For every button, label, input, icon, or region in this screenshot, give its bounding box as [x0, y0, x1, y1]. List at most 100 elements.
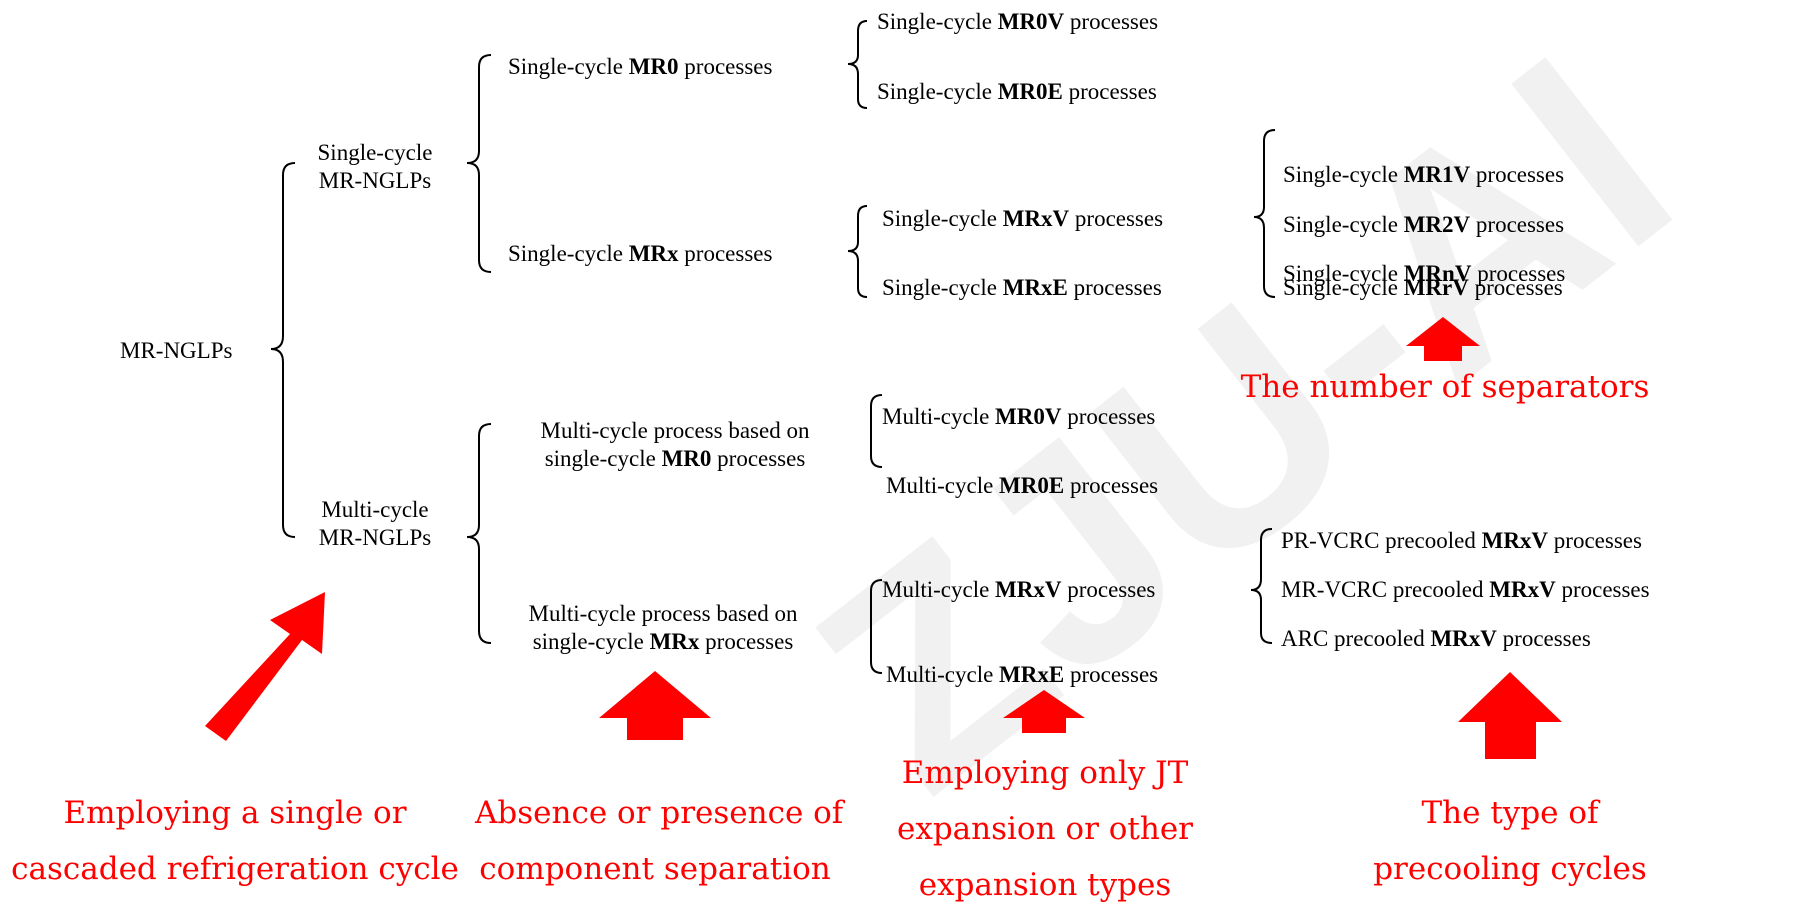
caption-separation: Absence or presence of component separat…	[475, 785, 843, 897]
arrow-separators	[1406, 317, 1480, 361]
leaf-m-mr0e-pre: Multi-cycle	[886, 473, 1000, 498]
caption-expansion-line2: expansion or other	[896, 811, 1193, 847]
leaf-m-mrxe-post: processes	[1064, 662, 1159, 687]
leaf-s-mrxe: Single-cycle MRxE processes	[882, 276, 1162, 299]
node-m-mrx-pre: single-cycle	[532, 629, 650, 654]
leaf-s-mrxv-bold: MRxV	[1002, 206, 1070, 231]
leaf-s-mr0v: Single-cycle MR0V processes	[877, 10, 1158, 33]
caption-cycle: Employing a single or cascaded refrigera…	[0, 785, 470, 897]
leaf-m-pr-vcrc-bold: MRxV	[1481, 528, 1549, 553]
leaf-m-mr0e: Multi-cycle MR0E processes	[886, 474, 1158, 497]
node-single-cycle-line2: MR-NGLPs	[318, 168, 432, 193]
node-m-mrx-post: processes	[699, 629, 794, 654]
caption-expansion: Employing only JT expansion or other exp…	[880, 745, 1210, 913]
node-s-mrx-post: processes	[678, 241, 773, 266]
leaf-s-mr2v-post: processes	[1470, 212, 1565, 237]
node-multi-cycle-line1: Multi-cycle	[321, 497, 429, 522]
caption-separation-line2: component separation	[479, 851, 831, 887]
node-single-cycle: Single-cycle MR-NGLPs	[280, 139, 470, 195]
leaf-s-mr1v-bold: MR1V	[1403, 162, 1471, 187]
brace-single	[466, 54, 492, 273]
caption-precooling-line2: precooling cycles	[1373, 851, 1647, 887]
leaf-m-mrxe-pre: Multi-cycle	[886, 662, 1000, 687]
leaf-m-mr-vcrc: MR-VCRC precooled MRxV processes	[1281, 578, 1650, 601]
node-m-mrx: Multi-cycle process based on single-cycl…	[483, 600, 843, 656]
leaf-m-arc-pre: ARC precooled	[1281, 626, 1431, 651]
brace-multi	[466, 423, 492, 644]
node-s-mr0-pre: Single-cycle	[508, 54, 629, 79]
brace-m-mrx	[870, 579, 883, 674]
leaf-m-pr-vcrc-pre: PR-VCRC precooled	[1281, 528, 1482, 553]
leaf-s-mrxv-pre: Single-cycle	[882, 206, 1003, 231]
leaf-s-mrrv: Single-cycle MRrV processes	[1283, 276, 1563, 299]
leaf-m-mr0v-pre: Multi-cycle	[882, 404, 996, 429]
leaf-s-mrnv: Single-cycle MRnV processes	[1283, 262, 1565, 285]
leaf-s-mr0e-bold: MR0E	[997, 79, 1063, 104]
node-s-mrx: Single-cycle MRx processes	[508, 242, 772, 265]
leaf-s-mr2v-pre: Single-cycle	[1283, 212, 1404, 237]
leaf-s-mrnv-bold: MRnV	[1403, 261, 1472, 286]
node-m-mr0-post: processes	[711, 446, 806, 471]
leaf-m-mrxv-post: processes	[1061, 577, 1156, 602]
node-s-mr0-post: processes	[678, 54, 773, 79]
leaf-s-mr0v-post: processes	[1064, 9, 1159, 34]
node-m-mrx-bold: MRx	[649, 629, 700, 654]
leaf-s-mrxe-post: processes	[1067, 275, 1162, 300]
node-s-mrx-bold: MRx	[628, 241, 679, 266]
leaf-m-mr0v-post: processes	[1061, 404, 1156, 429]
node-multi-cycle: Multi-cycle MR-NGLPs	[280, 496, 470, 552]
leaf-s-mrrv-pre: Single-cycle	[1283, 275, 1404, 300]
arrow-expansion	[1003, 690, 1085, 733]
leaf-s-mr0v-bold: MR0V	[997, 9, 1065, 34]
leaf-s-mr0v-pre: Single-cycle	[877, 9, 998, 34]
leaf-s-mr0e-pre: Single-cycle	[877, 79, 998, 104]
node-m-mr0-line1: Multi-cycle process based on	[540, 418, 810, 443]
leaf-m-mr0e-bold: MR0E	[999, 473, 1065, 498]
caption-separators: The number of separators	[1240, 369, 1650, 405]
leaf-m-mrxv: Multi-cycle MRxV processes	[882, 578, 1155, 601]
caption-precooling: The type of precooling cycles	[1335, 785, 1685, 897]
leaf-m-mr0e-post: processes	[1064, 473, 1159, 498]
leaf-m-pr-vcrc-post: processes	[1548, 528, 1642, 553]
leaf-s-mrrv-post: processes	[1468, 275, 1563, 300]
caption-cycle-line2: cascaded refrigeration cycle	[11, 851, 459, 887]
caption-expansion-line1: Employing only JT	[901, 755, 1189, 791]
leaf-s-mrnv-pre: Single-cycle	[1283, 261, 1404, 286]
leaf-s-mrxe-pre: Single-cycle	[882, 275, 1003, 300]
leaf-m-mr-vcrc-post: processes	[1555, 577, 1650, 602]
node-single-cycle-line1: Single-cycle	[317, 140, 433, 165]
leaf-s-mrxv-post: processes	[1069, 206, 1164, 231]
leaf-m-pr-vcrc: PR-VCRC precooled MRxV processes	[1281, 529, 1642, 552]
brace-root	[270, 162, 296, 538]
leaf-m-mrxv-bold: MRxV	[995, 577, 1062, 602]
leaf-s-mrxe-bold: MRxE	[1002, 275, 1068, 300]
leaf-m-arc: ARC precooled MRxV processes	[1281, 627, 1591, 650]
leaf-s-mr2v-bold: MR2V	[1403, 212, 1471, 237]
leaf-m-mrxv-pre: Multi-cycle	[882, 577, 996, 602]
brace-s-mrxv	[1253, 129, 1276, 298]
node-m-mr0: Multi-cycle process based on single-cycl…	[495, 417, 855, 473]
brace-s-mrx	[847, 205, 868, 298]
leaf-s-mr1v-post: processes	[1470, 162, 1565, 187]
leaf-m-arc-post: processes	[1496, 626, 1591, 651]
leaf-s-mr1v-pre: Single-cycle	[1283, 162, 1404, 187]
caption-expansion-line3: expansion types	[918, 867, 1172, 903]
node-multi-cycle-line2: MR-NGLPs	[318, 525, 432, 550]
node-m-mr0-bold: MR0	[661, 446, 712, 471]
caption-separation-line1: Absence or presence of	[475, 795, 844, 831]
arrow-precooling	[1458, 672, 1562, 759]
leaf-s-mrxv: Single-cycle MRxV processes	[882, 207, 1163, 230]
leaf-s-mrrv-bold: MRrV	[1403, 275, 1469, 300]
leaf-s-mr0e: Single-cycle MR0E processes	[877, 80, 1157, 103]
leaf-m-mr-vcrc-pre: MR-VCRC precooled	[1281, 577, 1490, 602]
arrow-cycle	[205, 592, 325, 741]
caption-precooling-line1: The type of	[1421, 795, 1599, 831]
leaf-m-mrxe-bold: MRxE	[999, 662, 1065, 687]
arrow-separation	[599, 671, 711, 740]
leaf-m-mrxe: Multi-cycle MRxE processes	[886, 663, 1158, 686]
leaf-m-mr0v-bold: MR0V	[995, 404, 1062, 429]
node-m-mrx-line1: Multi-cycle process based on	[528, 601, 798, 626]
node-s-mrx-pre: Single-cycle	[508, 241, 629, 266]
